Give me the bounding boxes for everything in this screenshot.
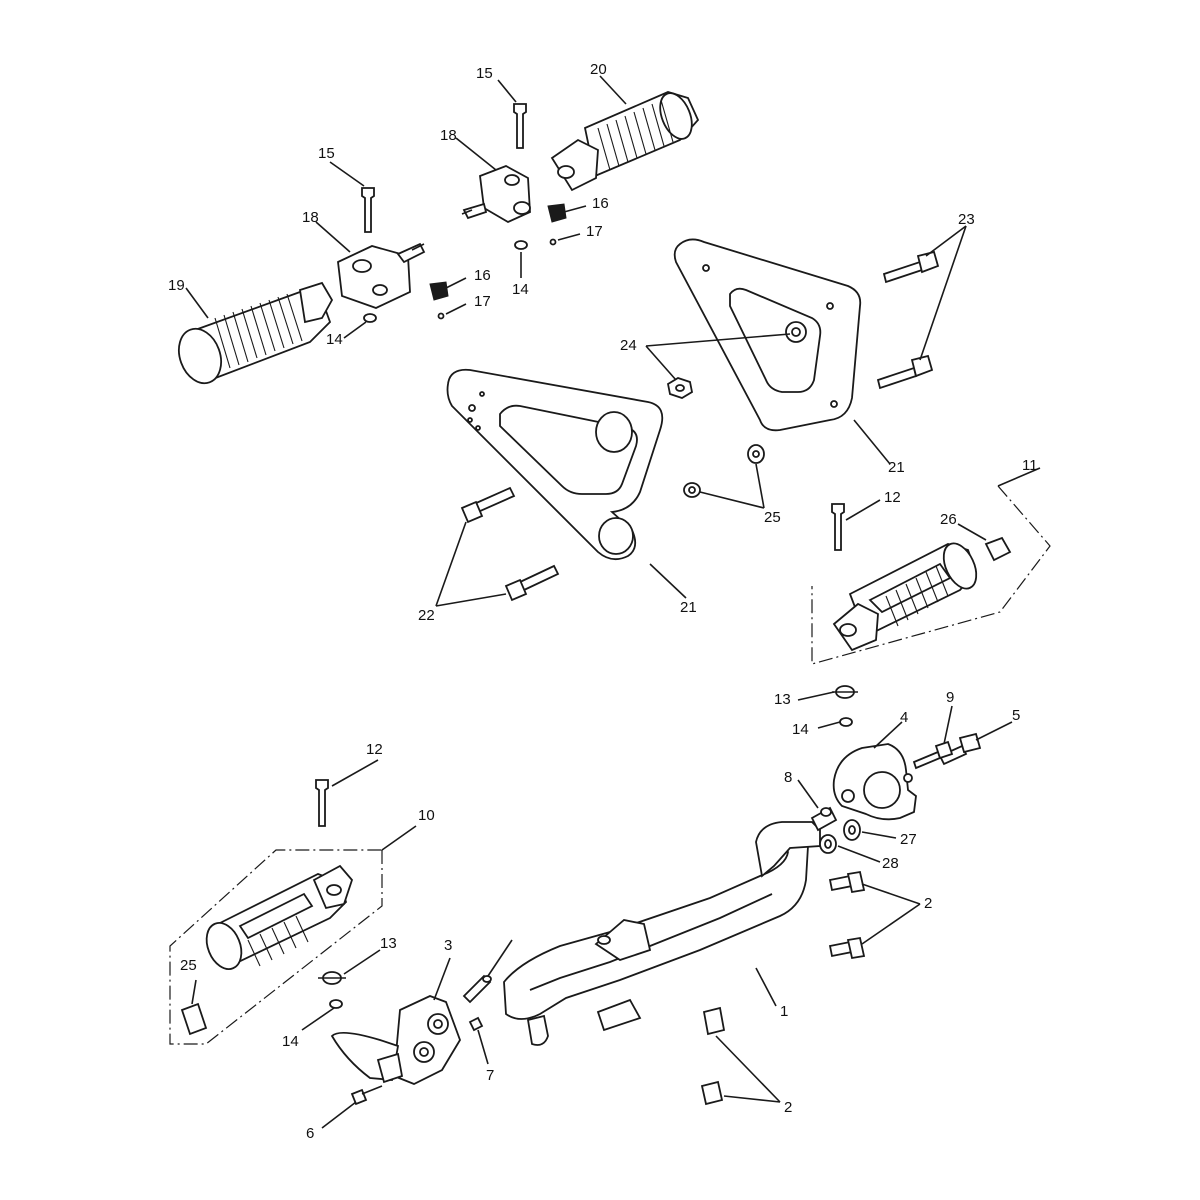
label-5: 6 xyxy=(306,1125,314,1142)
label-25: 26 xyxy=(940,511,957,528)
bush-27 xyxy=(819,834,837,854)
pivot-pin-15-right xyxy=(513,103,527,149)
hanger-plate-21-upper xyxy=(673,238,862,432)
label-14: 14 xyxy=(792,721,809,738)
mount-bracket-4 xyxy=(832,743,917,821)
label-17: 17 xyxy=(586,223,603,240)
label-18: 18 xyxy=(440,127,457,144)
spacer-9 xyxy=(810,806,838,832)
label-12: 12 xyxy=(366,741,383,758)
plug-25-left xyxy=(180,1002,208,1036)
label-15: 15 xyxy=(476,65,493,82)
clip-14-right xyxy=(514,240,528,250)
washer-17-right xyxy=(549,238,557,246)
label-25: 25 xyxy=(180,957,197,974)
label-14: 14 xyxy=(512,281,529,298)
clip-14-left-lower xyxy=(329,999,343,1009)
washer-26 xyxy=(843,819,861,841)
footrest-mount-1 xyxy=(503,821,821,1046)
clip-14-left xyxy=(363,313,377,323)
rubber-pad-16-right xyxy=(547,203,567,223)
label-16: 16 xyxy=(474,267,491,284)
label-2: 2 xyxy=(784,1099,792,1116)
label-26: 27 xyxy=(900,831,917,848)
label-9-visible: 8 xyxy=(784,769,792,786)
footrest-rubber-20 xyxy=(550,91,700,192)
leader-lines xyxy=(185,75,1041,1129)
bolt-5 xyxy=(350,1085,383,1106)
bolts-22-upper xyxy=(876,250,940,390)
plug-25-right xyxy=(984,536,1012,562)
label-7: 5 xyxy=(1012,707,1020,724)
label-22: 23 xyxy=(958,211,975,228)
bracket-3 xyxy=(330,995,461,1085)
bolt-8 xyxy=(912,740,954,770)
label-3: 3 xyxy=(444,937,452,954)
label-16: 16 xyxy=(592,195,609,212)
label-4: 4 xyxy=(900,709,908,726)
label-23: 24 xyxy=(620,337,637,354)
label-13: 13 xyxy=(380,935,397,952)
rubber-pad-16-left xyxy=(429,281,449,301)
footrest-10 xyxy=(205,864,354,970)
label-1: 1 xyxy=(780,1003,788,1020)
spring-13-left xyxy=(318,971,346,985)
pin-6 xyxy=(468,1016,484,1032)
label-15: 15 xyxy=(318,145,335,162)
bolts-2-upper xyxy=(828,870,866,960)
nut-23 xyxy=(666,377,694,399)
assembly-boundary-10 xyxy=(169,849,383,1045)
bolt-7 xyxy=(938,732,982,766)
bolts-22-lower xyxy=(460,486,560,602)
label-21: 21 xyxy=(680,599,697,616)
label-14: 14 xyxy=(326,331,343,348)
label-12: 12 xyxy=(884,489,901,506)
label-21: 21 xyxy=(888,459,905,476)
label-18: 18 xyxy=(302,209,319,226)
footrest-hanger-18-right xyxy=(461,165,531,224)
label-13: 13 xyxy=(774,691,791,708)
label-24: 25 xyxy=(764,509,781,526)
label-19: 19 xyxy=(168,277,185,294)
spring-13-right xyxy=(832,685,858,699)
label-11: 11 xyxy=(1022,457,1038,474)
spacer-28 xyxy=(462,974,492,1004)
label-8: 9 xyxy=(946,689,954,706)
label-14: 14 xyxy=(282,1033,299,1050)
pivot-pin-15-left xyxy=(361,187,375,233)
footrest-rubber-19 xyxy=(178,281,334,385)
assembly-boundary-11 xyxy=(811,485,1051,665)
callout-labels: 19 15 18 16 17 14 15 20 18 16 17 14 23 2… xyxy=(168,61,1038,1142)
label-2: 2 xyxy=(924,895,932,912)
clip-14-right-lower xyxy=(839,717,853,727)
pivot-pin-12-right xyxy=(831,503,845,551)
hanger-plate-21-lower xyxy=(446,368,664,561)
washer-17-left xyxy=(437,312,445,320)
label-22: 22 xyxy=(418,607,435,624)
footrest-hanger-18-left xyxy=(337,242,426,309)
footrest-11 xyxy=(832,542,978,652)
label-20: 20 xyxy=(590,61,607,78)
bolts-2-lower xyxy=(700,1006,726,1106)
label-17: 17 xyxy=(474,293,491,310)
label-6: 7 xyxy=(486,1067,494,1084)
label-10: 10 xyxy=(418,807,435,824)
pivot-pin-12-left xyxy=(315,779,329,827)
washers-24 xyxy=(683,444,765,498)
label-27: 28 xyxy=(882,855,899,872)
